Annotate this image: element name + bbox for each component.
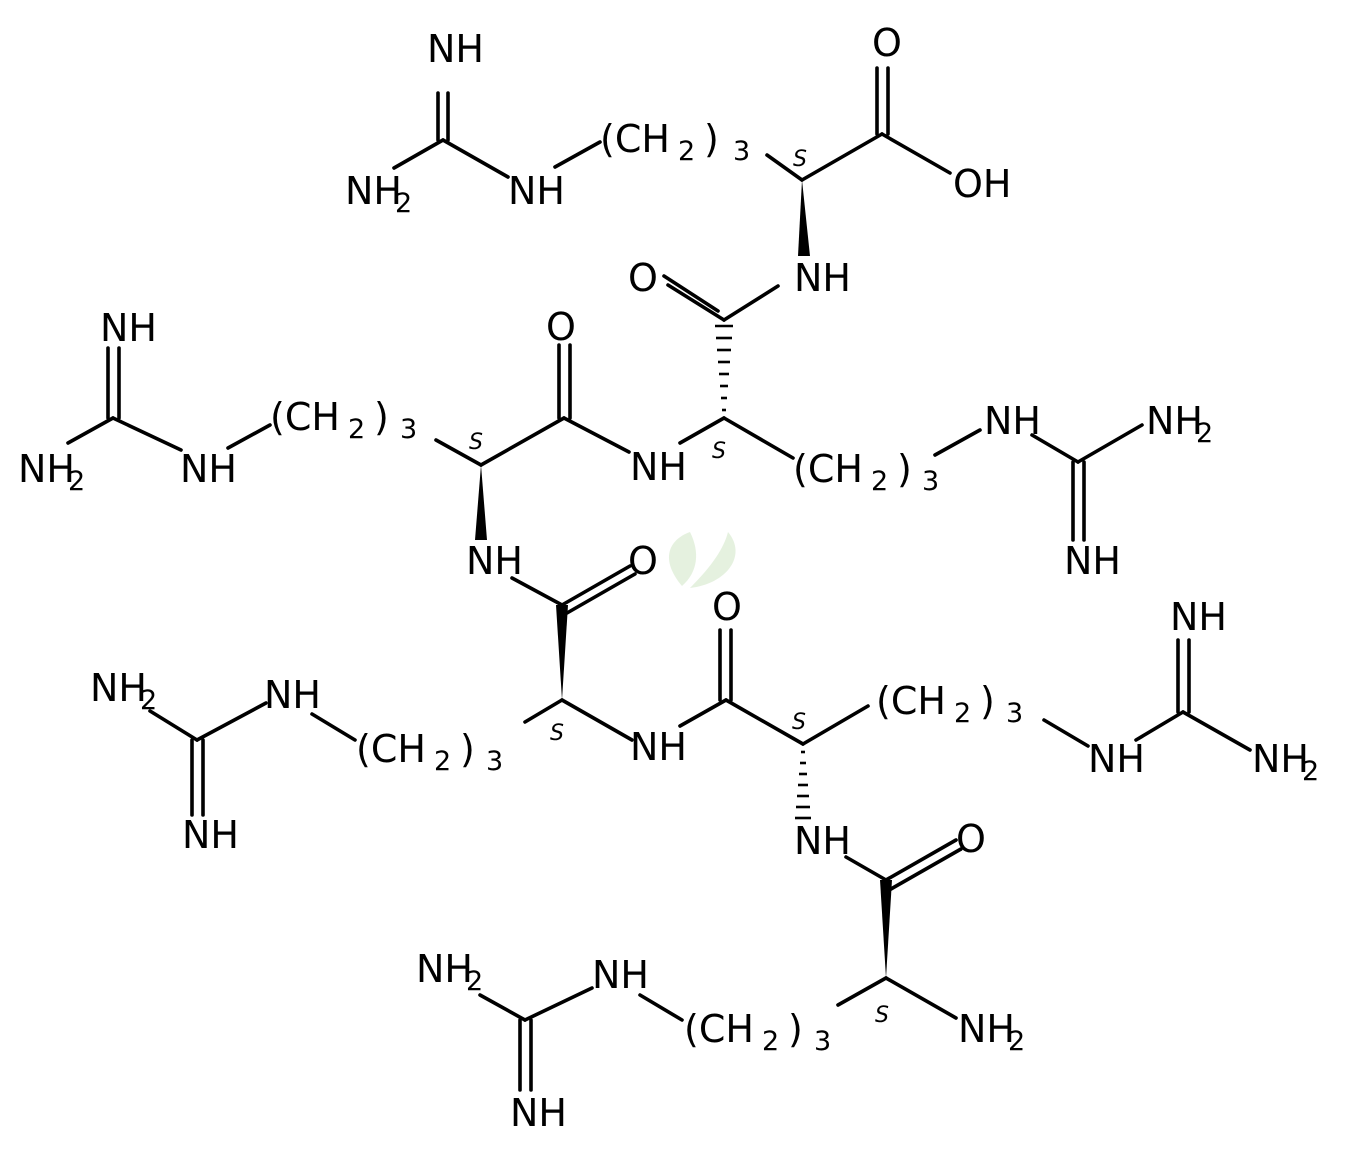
label-imine-nh-r1: NH bbox=[427, 27, 484, 71]
label-stereo-r1: S bbox=[793, 147, 807, 172]
label-imine-nh-r2: NH bbox=[1064, 539, 1121, 583]
label-nh-r2: NH bbox=[984, 399, 1041, 443]
stereo-bonds bbox=[475, 180, 892, 978]
label-stereo-r6: S bbox=[875, 1003, 889, 1028]
label-ch2-close-r6: ) bbox=[788, 1007, 803, 1051]
hash-bond-r2 bbox=[715, 324, 733, 412]
label-imine-nh-r5: NH bbox=[1170, 595, 1227, 639]
label-imine-nh-r4: NH bbox=[182, 813, 239, 857]
label-ch2-repeat-r6: 3 bbox=[814, 1026, 831, 1057]
label-nh2-sub-r1: 2 bbox=[395, 188, 412, 219]
label-o-acid: O bbox=[872, 21, 902, 65]
label-nh2-sub-r2: 2 bbox=[1196, 418, 1213, 449]
label-o-amide-2: O bbox=[546, 305, 576, 349]
label-nh2-sub-terminal: 2 bbox=[1008, 1026, 1025, 1057]
atom-labels: NH NH 2 NH (CH 2 ) 3 S O OH NH O S (CH 2… bbox=[18, 21, 1319, 1135]
label-nh2-terminal: NH bbox=[958, 1007, 1015, 1051]
label-nh-amide-5: NH bbox=[794, 819, 851, 863]
label-ch2-close-r3: ) bbox=[374, 395, 389, 439]
label-ch2-r6: (CH bbox=[684, 1007, 754, 1051]
label-ch2-r4: (CH bbox=[356, 727, 426, 771]
bonds bbox=[66, 66, 1252, 1092]
label-stereo-r3: S bbox=[469, 430, 483, 455]
label-nh2-sub-r3: 2 bbox=[68, 466, 85, 497]
label-ch2-r5: (CH bbox=[876, 679, 946, 723]
label-imine-nh-r6: NH bbox=[510, 1091, 567, 1135]
label-nh2-r2: NH bbox=[1146, 399, 1203, 443]
label-ch2-repeat-r4: 3 bbox=[486, 746, 503, 777]
label-ch2-repeat-r3: 3 bbox=[400, 414, 417, 445]
label-ch2-close-r5: ) bbox=[980, 679, 995, 723]
label-ch2-sub-r2: 2 bbox=[871, 466, 888, 497]
label-nh2-r5: NH bbox=[1252, 737, 1309, 781]
label-ch2-sub-r1: 2 bbox=[678, 136, 695, 167]
label-nh-amide-2: NH bbox=[630, 445, 687, 489]
label-ch2-close-r2: ) bbox=[897, 447, 912, 491]
label-ch2-repeat-r1: 3 bbox=[733, 136, 750, 167]
label-nh2-r1: NH bbox=[345, 169, 402, 213]
label-nh2-r6: NH bbox=[416, 947, 473, 991]
label-oh-acid: OH bbox=[953, 162, 1011, 206]
label-ch2-repeat-r2: 3 bbox=[922, 466, 939, 497]
label-nh2-sub-r5: 2 bbox=[1302, 756, 1319, 787]
label-nh-r5: NH bbox=[1088, 737, 1145, 781]
label-stereo-r5: S bbox=[792, 710, 806, 735]
label-nh-amide-4: NH bbox=[630, 725, 687, 769]
label-imine-nh-r3: NH bbox=[100, 306, 157, 350]
label-nh2-r4: NH bbox=[90, 666, 147, 710]
label-ch2-close-r4: ) bbox=[460, 727, 475, 771]
label-ch2-close-r1: ) bbox=[704, 117, 719, 161]
label-o-amide-4: O bbox=[712, 585, 742, 629]
label-nh-r1: NH bbox=[508, 169, 565, 213]
label-nh-amide-1: NH bbox=[794, 256, 851, 300]
label-stereo-r4: S bbox=[550, 721, 564, 746]
label-ch2-repeat-r5: 3 bbox=[1006, 698, 1023, 729]
label-ch2-sub-r6: 2 bbox=[762, 1026, 779, 1057]
label-o-amide-5: O bbox=[956, 817, 986, 861]
label-nh-r4: NH bbox=[264, 673, 321, 717]
label-ch2-sub-r4: 2 bbox=[434, 746, 451, 777]
hash-bond-r5 bbox=[795, 750, 811, 820]
label-ch2-r2: (CH bbox=[793, 447, 863, 491]
watermark-logo bbox=[668, 532, 736, 588]
label-nh2-r3: NH bbox=[18, 447, 75, 491]
label-nh2-sub-r6: 2 bbox=[466, 966, 483, 997]
label-o-amide-3: O bbox=[628, 539, 658, 583]
label-o-amide-1: O bbox=[628, 256, 658, 300]
label-nh-r6: NH bbox=[592, 953, 649, 997]
label-nh-amide-3: NH bbox=[466, 539, 523, 583]
label-stereo-r2: S bbox=[712, 439, 726, 464]
label-ch2-r3: (CH bbox=[270, 395, 340, 439]
label-ch2-r1: (CH bbox=[600, 117, 670, 161]
label-nh-r3: NH bbox=[180, 447, 237, 491]
label-ch2-sub-r5: 2 bbox=[954, 698, 971, 729]
label-nh2-sub-r4: 2 bbox=[140, 685, 157, 716]
label-ch2-sub-r3: 2 bbox=[348, 414, 365, 445]
